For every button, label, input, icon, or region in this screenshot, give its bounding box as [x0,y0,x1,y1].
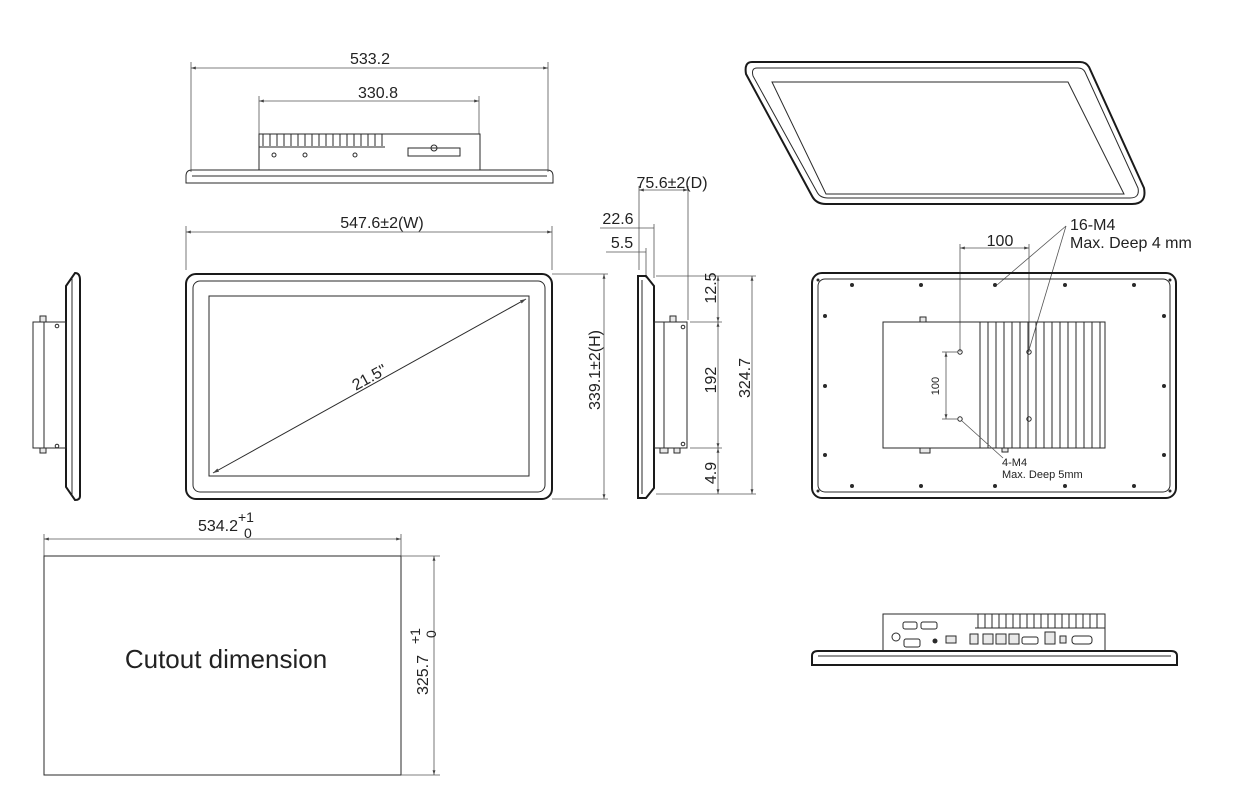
dim-diagonal: 21.5" [350,362,390,395]
dim-side-chassis: 192 [703,367,720,394]
dim-side-overall: 324.7 [737,358,754,398]
dim-cutout-height-tol-minus: 0 [423,630,439,638]
dim-depth: 75.6±2(D) [636,175,707,192]
top-fins [262,134,383,146]
bottom-fins [977,614,1098,628]
dim-rear-vesa-v: 100 [930,377,942,395]
dim-bezel-front: 5.5 [611,235,633,252]
dim-rear-vesa-h: 100 [987,233,1014,250]
right-side-view: 75.6±2(D) 22.6 5.5 12.5 192 4.9 324.7 [600,175,756,499]
dim-top-overall: 533.2 [350,51,390,68]
dim-side-bottom: 4.9 [703,462,720,484]
label-vesa-screw-spec: 4-M4 [1002,457,1027,469]
left-side-view [32,271,81,502]
dim-cutout-width-tol-minus: 0 [244,525,252,541]
label-screw-spec: 16-M4 [1070,217,1115,234]
label-vesa-screw-depth: Max. Deep 5mm [1002,469,1083,481]
cutout-label: Cutout dimension [125,644,327,674]
dim-cutout-width: 534.2 [198,518,238,535]
dim-cutout-width-tol-plus: +1 [238,509,254,525]
dim-front-width: 547.6±2(W) [340,215,423,232]
dim-cutout-height-tol-plus: +1 [407,628,423,644]
bottom-view [811,613,1178,666]
io-ports [891,621,1093,648]
cutout-view: 534.2 +1 0 Cutout dimension 325.7 +1 0 [43,509,440,776]
rear-view: 16-M4 Max. Deep 4 mm 100 [811,217,1192,499]
dim-side-top: 12.5 [703,272,720,303]
dim-bezel-depth: 22.6 [602,211,633,228]
rear-fins [979,322,1101,448]
dim-front-height: 339.1±2(H) [587,330,604,410]
front-view: 547.6±2(W) 21.5" 339.1±2(H) [185,215,608,500]
label-screw-depth: Max. Deep 4 mm [1070,235,1192,252]
rear-screw-holes [816,278,1172,493]
isometric-view [744,61,1146,205]
dim-cutout-height: 325.7 [415,655,432,695]
top-view: 533.2 330.8 [185,51,554,184]
dim-top-chassis: 330.8 [358,85,398,102]
